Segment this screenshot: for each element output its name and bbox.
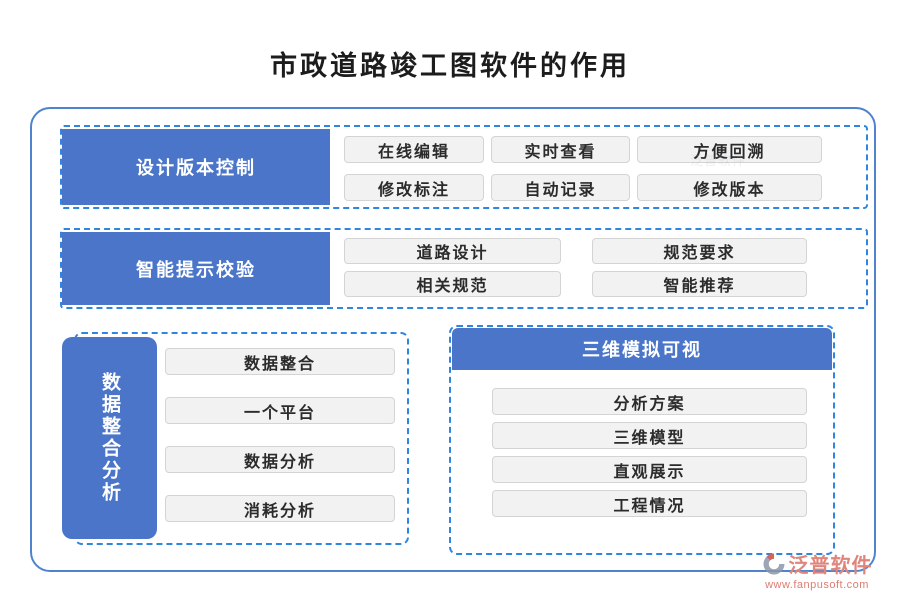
section-version-control: 设计版本控制 在线编辑 实时查看 方便回溯 修改标注 自动记录 修改版本: [60, 125, 868, 209]
section-label-data-analysis: 数据整合分析: [62, 337, 157, 539]
section-label-smart-check: 智能提示校验: [62, 232, 330, 305]
chip-consumption-analysis[interactable]: 消耗分析: [165, 495, 395, 522]
chip-3d-model[interactable]: 三维模型: [492, 422, 807, 449]
fanpu-logo-icon: [762, 552, 786, 576]
chip-edit-annotation[interactable]: 修改标注: [344, 174, 484, 201]
outer-container: 设计版本控制 在线编辑 实时查看 方便回溯 修改标注 自动记录 修改版本 智能提…: [30, 107, 876, 572]
chip-auto-record[interactable]: 自动记录: [491, 174, 630, 201]
chip-project-status[interactable]: 工程情况: [492, 490, 807, 517]
chip-intuitive-display[interactable]: 直观展示: [492, 456, 807, 483]
chip-data-analysis[interactable]: 数据分析: [165, 446, 395, 473]
section-label-version-control: 设计版本控制: [62, 129, 330, 205]
chip-standard-requirement[interactable]: 规范要求: [592, 238, 807, 264]
page-title: 市政道路竣工图软件的作用: [270, 51, 630, 81]
data-analysis-items: 数据整合 一个平台 数据分析 消耗分析: [165, 348, 395, 522]
chip-one-platform[interactable]: 一个平台: [165, 397, 395, 424]
section-label-3d-visual: 三维模拟可视: [452, 328, 832, 370]
3d-visual-items: 分析方案 三维模型 直观展示 工程情况: [492, 388, 807, 517]
chip-easy-trace[interactable]: 方便回溯: [637, 136, 822, 163]
chip-analysis-plan[interactable]: 分析方案: [492, 388, 807, 415]
chip-related-standard[interactable]: 相关规范: [344, 271, 561, 297]
chip-road-design[interactable]: 道路设计: [344, 238, 561, 264]
chip-edit-version[interactable]: 修改版本: [637, 174, 822, 201]
chip-realtime-view[interactable]: 实时查看: [491, 136, 630, 163]
brand-name: 泛普软件: [788, 555, 873, 577]
version-control-items: 在线编辑 实时查看 方便回溯 修改标注 自动记录 修改版本: [344, 136, 822, 201]
brand-footer: 泛普软件 www.fanpusoft.com: [742, 549, 892, 591]
smart-check-items: 道路设计 规范要求 相关规范 智能推荐: [344, 238, 807, 297]
chip-data-integration[interactable]: 数据整合: [165, 348, 395, 375]
section-data-analysis: 数据整合分析 数据整合 一个平台 数据分析 消耗分析: [62, 332, 409, 545]
section-smart-check: 智能提示校验 道路设计 规范要求 相关规范 智能推荐: [60, 228, 868, 309]
section-3d-visual: 三维模拟可视 分析方案 三维模型 直观展示 工程情况: [449, 325, 835, 555]
chip-online-edit[interactable]: 在线编辑: [344, 136, 484, 163]
brand-website: www.fanpusoft.com: [765, 579, 869, 591]
chip-smart-recommend[interactable]: 智能推荐: [592, 271, 807, 297]
brand-row: 泛普软件: [742, 549, 892, 578]
